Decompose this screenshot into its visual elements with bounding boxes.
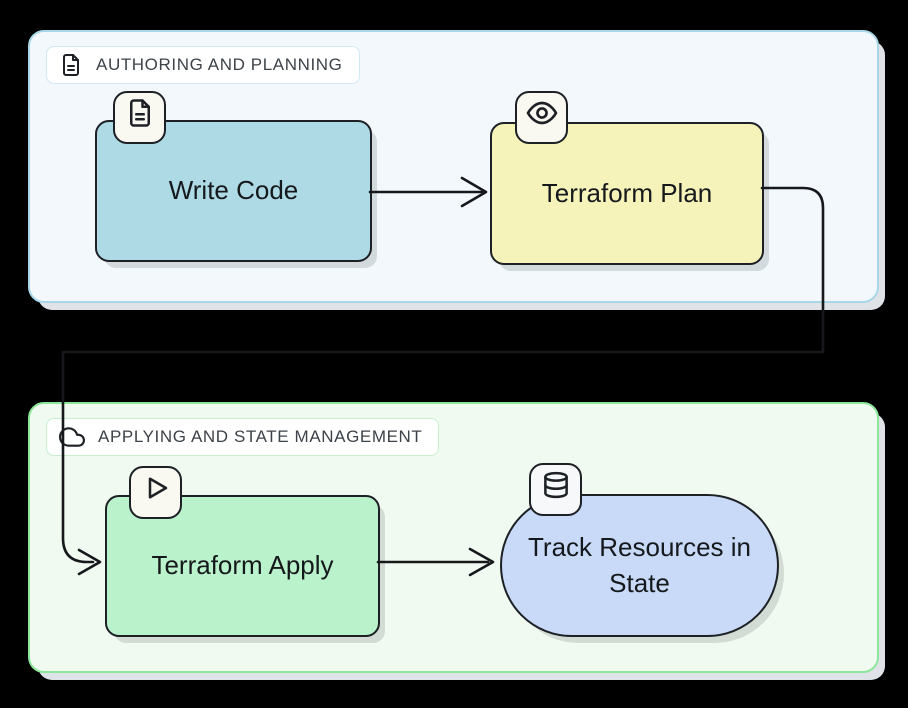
group-authoring-header: AUTHORING AND PLANNING <box>46 46 360 84</box>
cloud-icon <box>59 424 85 450</box>
eye-icon <box>526 97 558 138</box>
document-icon <box>125 98 155 137</box>
node-track-state-label: Track Resources in State <box>528 532 751 598</box>
node-write-code-label: Write Code <box>168 175 299 206</box>
play-icon <box>141 473 171 512</box>
node-terraform-apply: Terraform Apply <box>105 466 380 637</box>
write-code-badge <box>113 91 166 144</box>
node-write-code: Write Code <box>95 91 372 262</box>
node-terraform-apply-label: Terraform Apply <box>151 550 334 581</box>
group-applying-header: APPLYING AND STATE MANAGEMENT <box>46 418 440 456</box>
terraform-plan-badge <box>515 91 568 144</box>
track-state-badge <box>529 463 582 516</box>
group-authoring-and-planning: AUTHORING AND PLANNING Write Code <box>28 30 879 303</box>
group-applying-and-state-management: APPLYING AND STATE MANAGEMENT Terraform … <box>28 402 879 673</box>
node-track-resources-in-state: Track Resources in State <box>500 463 779 637</box>
node-terraform-plan: Terraform Plan <box>490 91 764 265</box>
node-terraform-plan-label: Terraform Plan <box>541 177 713 208</box>
group-authoring-label: AUTHORING AND PLANNING <box>96 55 343 74</box>
document-icon <box>59 53 83 77</box>
database-icon <box>541 470 571 509</box>
group-applying-label: APPLYING AND STATE MANAGEMENT <box>98 427 423 446</box>
terraform-apply-badge <box>129 466 182 519</box>
